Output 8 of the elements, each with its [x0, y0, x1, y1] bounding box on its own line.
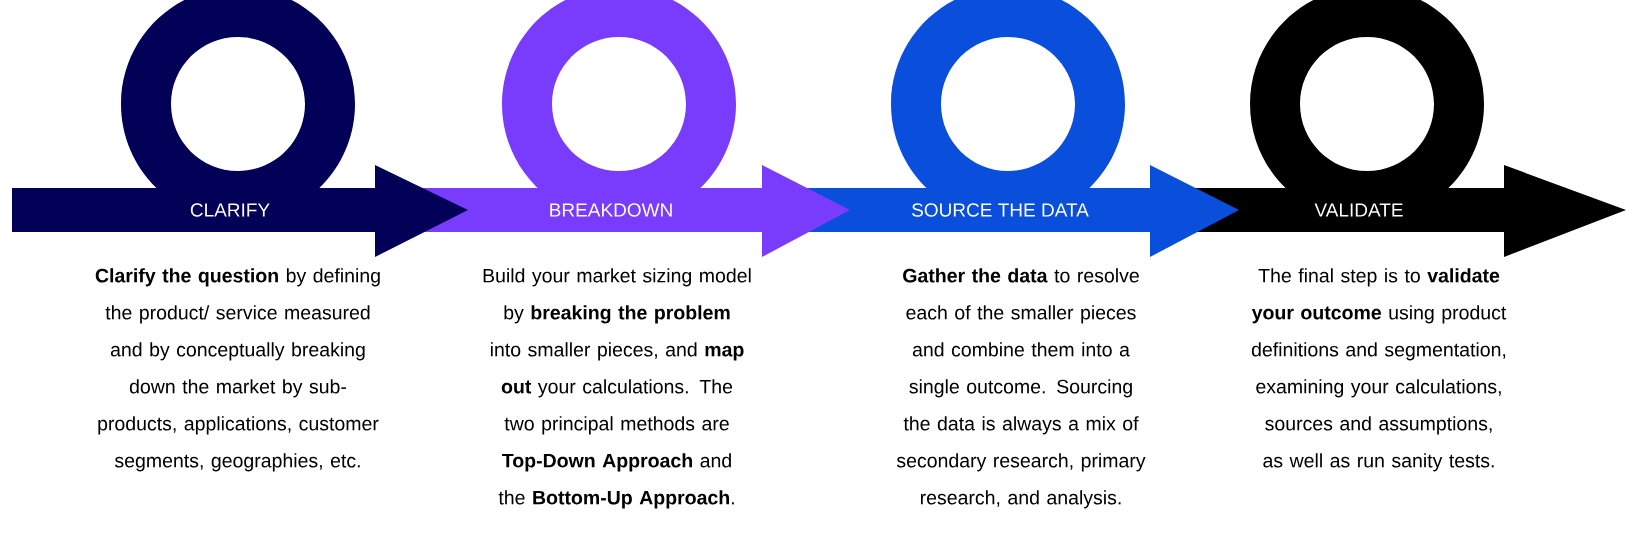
- step-description: Gather the data to resolve each of the smaller pieces and combine them into a single outcome. Sourcing the data is always a mix of secondary research, primary research, and analysis.: [896, 268, 1146, 509]
- arrow-segment: BREAKDOWN: [400, 0, 850, 257]
- arrow-segment: SOURCE THE DATA: [790, 0, 1239, 257]
- step-description: Clarify the question by defining the product/ service measured and by conceptually breaking down the market by sub-products, applications, customer segments, geographies, etc.: [95, 268, 380, 472]
- step-description: Build your market sizing model by breaking the problem into smaller pieces, and map out your calculations. The two principal methods are Top-Down Approach and the Bottom-Up Approach.: [483, 268, 751, 509]
- step-description: The final step is to validate your outcome using product definitions and segmentation, examining your calculations, sources and assumptions, as well as run sanity tests.: [1251, 268, 1507, 472]
- arrow-segment: VALIDATE: [1170, 0, 1626, 257]
- arrow-segment: CLARIFY: [12, 0, 468, 257]
